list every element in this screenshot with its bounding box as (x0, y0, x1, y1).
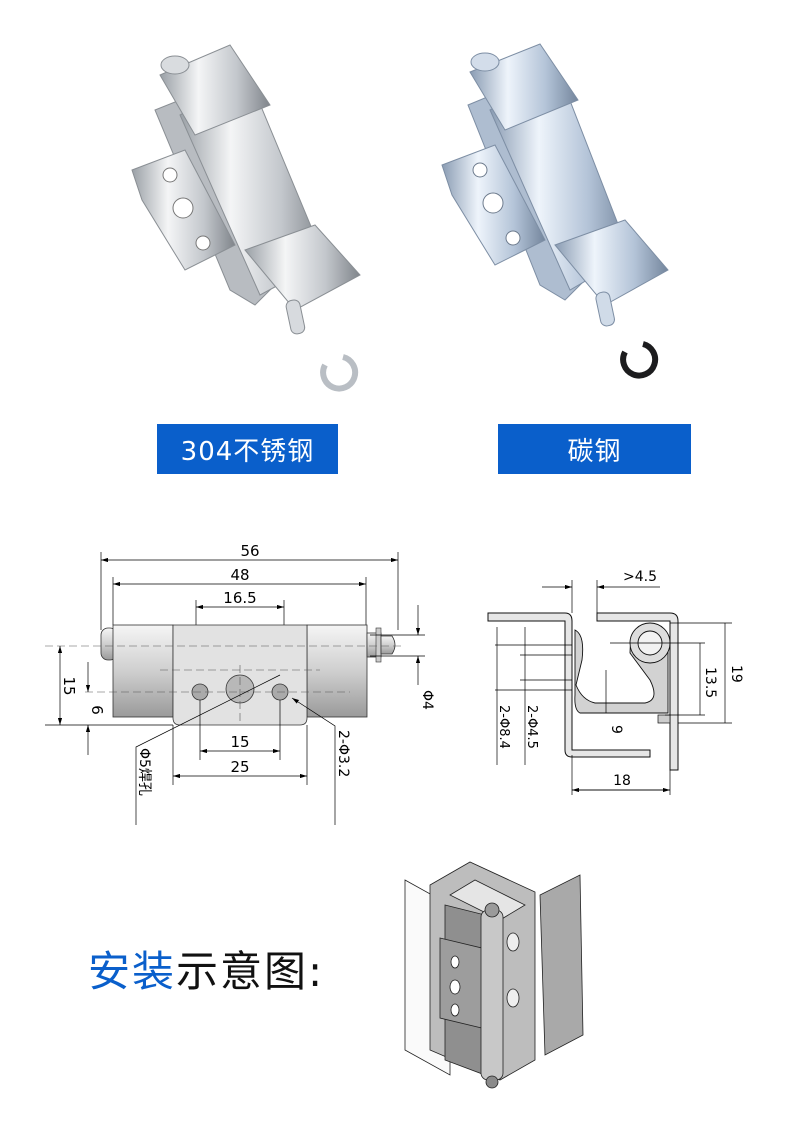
e-clip-icon (320, 354, 359, 392)
material-label-text: 碳钢 (567, 436, 622, 467)
dim-small-holes: 2-Φ3.2 (335, 730, 351, 777)
screw-hole-icon (506, 988, 520, 1008)
hinge-illustration (441, 43, 669, 379)
install-title-rest: 示意图: (176, 947, 325, 996)
side-view-drawing: >4.5 13.5 19 9 18 2-Φ4.5 2-Φ8.4 (487, 569, 744, 795)
screw-hole-icon (450, 1003, 460, 1017)
dim-plate-width: 25 (230, 758, 249, 776)
install-title-highlight: 安装 (88, 947, 177, 996)
dim-height: 15 (60, 676, 78, 695)
dim-overall-height: 19 (728, 665, 744, 683)
dim-pin-height: 13.5 (702, 667, 718, 698)
dim-holes-b: 2-Φ8.4 (496, 705, 511, 749)
product-photo-carbon-steel-hinge (430, 30, 680, 390)
screw-hole-icon (450, 955, 460, 969)
screw-hole-icon (506, 932, 520, 952)
install-diagram (404, 861, 584, 1089)
screw-hole-icon (449, 979, 461, 995)
dim-weld-hole: Φ5焊孔 (136, 748, 152, 796)
hinge-illustration (131, 44, 361, 392)
dim-hole-offset: 6 (88, 705, 106, 715)
dim-width: 18 (613, 773, 631, 789)
dim-overall-length: 56 (240, 542, 259, 560)
dim-pin-diameter: Φ4 (419, 690, 435, 710)
dim-body-length: 48 (230, 566, 249, 584)
dim-hole-spacing-bottom: 15 (230, 733, 249, 751)
dim-gap: >4.5 (623, 569, 657, 585)
dim-bottom-offset: 9 (608, 725, 624, 734)
material-label-carbon-steel: 碳钢 (498, 424, 691, 474)
material-label-text: 304不锈钢 (180, 436, 315, 467)
product-photo-stainless-hinge (120, 30, 380, 410)
front-view-drawing: 56 48 16.5 15 25 15 6 Φ4 Φ5焊孔 2-Φ3.2 (45, 542, 435, 825)
dim-holes-a: 2-Φ4.5 (524, 705, 539, 749)
dim-hole-spacing-top: 16.5 (223, 589, 256, 607)
install-diagram-title: 安装示意图: (88, 938, 324, 999)
e-clip-icon (620, 341, 659, 379)
material-label-stainless: 304不锈钢 (157, 424, 338, 474)
